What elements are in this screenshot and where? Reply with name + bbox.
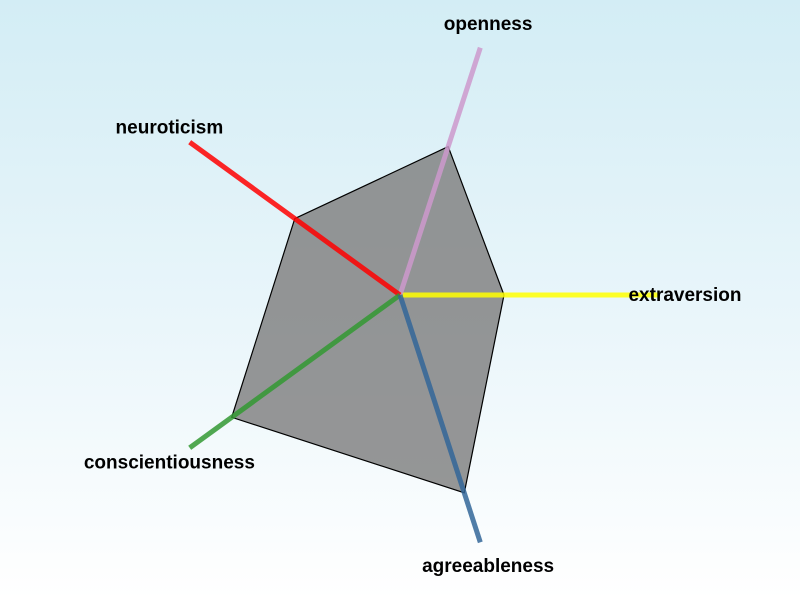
axis-line-agreeableness — [397, 294, 483, 544]
axis-label-extraversion: extraversion — [628, 285, 741, 306]
axis-label-agreeableness: agreeableness — [422, 556, 554, 577]
axis-label-openness: openness — [444, 14, 533, 35]
axis-label-conscientiousness: conscientiousness — [84, 453, 255, 474]
axis-label-neuroticism: neuroticism — [116, 118, 224, 139]
axes-group — [188, 46, 660, 544]
axis-line-neuroticism — [188, 140, 402, 298]
axis-line-conscientiousness — [188, 292, 402, 450]
axis-labels: extraversion openness neuroticism conscient… — [84, 14, 742, 577]
axis-line-openness — [397, 46, 483, 296]
